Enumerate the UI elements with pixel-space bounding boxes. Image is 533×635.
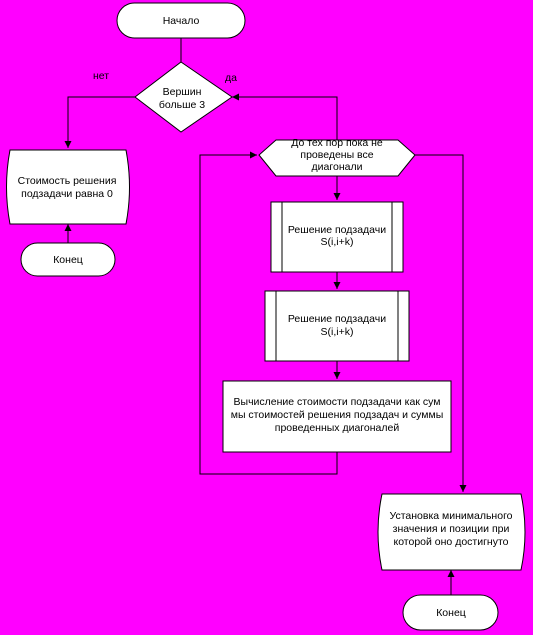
compute-cost-line-2: мы стоимостей решения подзадач и суммы [231, 409, 444, 421]
connectors [64, 38, 467, 595]
end-terminator-left: Конец [20, 242, 116, 277]
condition-diamond: Вершин больше 3 [134, 61, 233, 133]
branch-no-label: нет [93, 70, 109, 82]
subtask-1-block: Решение подзадачи S(i,i+k) [270, 201, 404, 273]
connector-no-branch [64, 96, 135, 148]
loop-hexagon: До тех пор пока не проведены все диагона… [258, 137, 416, 177]
compute-cost-block: Вычисление стоимости подзадачи как сум м… [222, 380, 452, 453]
connector-loop-back [199, 151, 338, 475]
set-min-line-2: значения и позиции при [393, 523, 510, 535]
branch-yes-label: да [225, 72, 237, 84]
set-min-line-3: которой оно достигнуто [393, 536, 508, 548]
end-left-label: Конец [53, 254, 83, 266]
cost-zero-line-1: Стоимость решения [18, 175, 117, 187]
loop-line-1: До тех пор пока не [291, 137, 383, 149]
subtask-1-line-2: S(i,i+k) [321, 236, 354, 248]
condition-line-1: Вершин [163, 86, 202, 98]
subtask-2-line-2: S(i,i+k) [321, 326, 354, 338]
loop-line-2: проведены все [300, 149, 373, 161]
cost-zero-block: Стоимость решения подзадачи равна 0 [6, 149, 130, 225]
cost-zero-line-2: подзадачи равна 0 [21, 188, 113, 200]
subtask-1-line-1: Решение подзадачи [288, 224, 386, 236]
connector-loop-to-condition [232, 93, 338, 140]
loop-line-3: диагонали [312, 161, 363, 173]
compute-cost-line-3: проведенных диагоналей [275, 422, 400, 434]
connector-loop-exit [415, 154, 467, 492]
start-terminator: Начало [116, 2, 246, 39]
end-terminator-right: Конец [402, 594, 499, 631]
condition-line-2: больше 3 [159, 99, 205, 111]
subtask-2-line-1: Решение подзадачи [288, 313, 386, 325]
start-label: Начало [163, 15, 200, 27]
set-min-line-1: Установка минимального [389, 510, 512, 522]
set-min-block: Установка минимального значения и позици… [377, 493, 526, 571]
compute-cost-line-1: Вычисление стоимости подзадачи как сум [234, 396, 441, 408]
subtask-2-block: Решение подзадачи S(i,i+k) [264, 290, 410, 362]
end-right-label: Конец [436, 607, 466, 619]
